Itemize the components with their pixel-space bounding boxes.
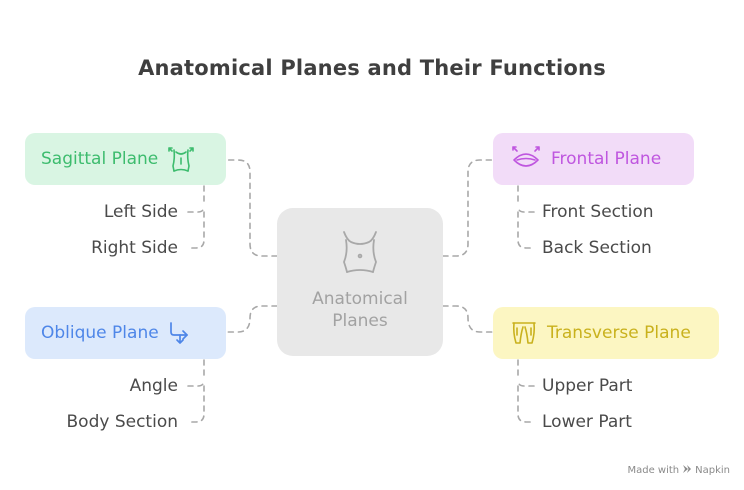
leaf-back-section: Back Section: [542, 238, 652, 258]
branch-sagittal-plane: Sagittal Plane: [25, 133, 226, 185]
leaf-right-side: Right Side: [91, 238, 178, 258]
watermark-prefix: Made with: [627, 465, 680, 476]
leaf-front-section: Front Section: [542, 202, 654, 222]
napkin-watermark: Made with Napkin: [627, 464, 730, 477]
leaf-left-side: Left Side: [103, 202, 178, 222]
branch-transverse-plane: Transverse Plane: [493, 307, 719, 359]
frontal-plane-label: Frontal Plane: [551, 149, 662, 169]
connector-oblique-leaves: [187, 359, 205, 423]
branch-oblique-plane: Oblique Plane: [25, 307, 226, 359]
leaf-upper-part: Upper Part: [542, 376, 633, 396]
leaf-angle: Angle: [129, 376, 178, 396]
connector-center-transverse: [442, 305, 493, 333]
oblique-plane-label: Oblique Plane: [41, 323, 159, 343]
leaf-lower-part: Lower Part: [542, 412, 632, 432]
connector-sagittal-leaves: [187, 185, 205, 249]
lips-arrows-icon: [509, 144, 543, 174]
center-label: Anatomical Planes: [312, 289, 408, 331]
legs-icon: [509, 319, 539, 347]
connector-center-sagittal: [227, 159, 278, 257]
turn-down-arrow-icon: [167, 320, 195, 346]
napkin-logo-icon: [682, 464, 692, 477]
diagram-title: Anatomical Planes and Their Functions: [138, 56, 606, 80]
torso-icon: [335, 228, 385, 278]
watermark-brand: Napkin: [695, 465, 730, 476]
leaf-body-section: Body Section: [66, 412, 178, 432]
branch-frontal-plane: Frontal Plane: [493, 133, 694, 185]
torso-arrows-icon: [166, 144, 196, 174]
sagittal-plane-label: Sagittal Plane: [41, 149, 159, 169]
connector-center-frontal: [442, 159, 493, 257]
center-node: Anatomical Planes: [277, 208, 443, 356]
connector-center-oblique: [227, 305, 278, 333]
connector-frontal-leaves: [517, 185, 535, 249]
transverse-plane-label: Transverse Plane: [547, 323, 691, 343]
connector-transverse-leaves: [517, 359, 535, 423]
